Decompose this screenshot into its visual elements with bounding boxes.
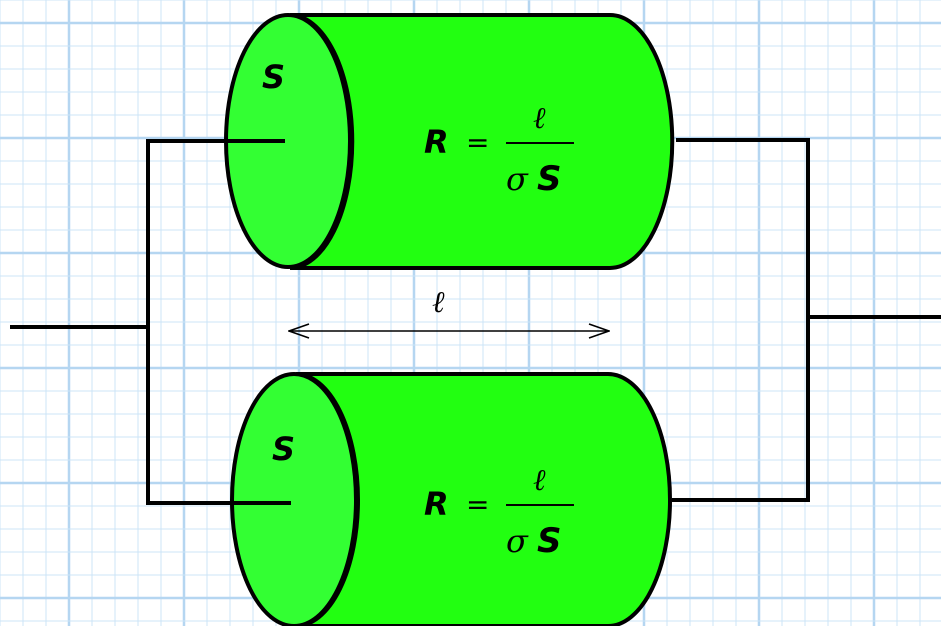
resistance-formula: R = ℓ σ S xyxy=(424,463,574,561)
formula-sigma: σ xyxy=(506,160,529,198)
formula-sigma: σ xyxy=(506,522,529,560)
formula-lhs: R xyxy=(424,123,449,161)
area-label: S xyxy=(262,58,285,96)
length-dimension: ℓ xyxy=(289,285,609,331)
formula-area: S xyxy=(537,159,562,199)
formula-equals: = xyxy=(466,126,489,159)
circuit-wires xyxy=(10,138,941,505)
formula-numerator: ℓ xyxy=(533,101,546,136)
cylinder-end-face xyxy=(230,372,358,626)
formula-lhs: R xyxy=(424,485,449,523)
resistor-bottom: S R = ℓ σ S xyxy=(230,372,672,626)
formula-equals: = xyxy=(466,488,489,521)
resistance-formula: R = ℓ σ S xyxy=(424,101,574,199)
area-label: S xyxy=(272,430,295,468)
formula-numerator: ℓ xyxy=(533,463,546,498)
resistor-top: S R = ℓ σ S xyxy=(224,13,675,270)
length-label: ℓ xyxy=(432,285,445,320)
formula-area: S xyxy=(537,521,562,561)
